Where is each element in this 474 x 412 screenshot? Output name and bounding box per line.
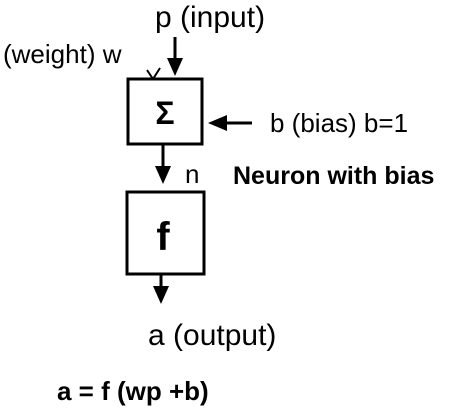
net-arrow — [155, 144, 171, 184]
summation-symbol: Σ — [155, 95, 174, 131]
diagram-caption: Neuron with bias — [233, 162, 434, 190]
input-arrow — [167, 37, 183, 76]
weight-tick — [146, 67, 161, 81]
net-label: n — [185, 159, 199, 189]
bias-label: b (bias) b=1 — [270, 108, 408, 138]
output-label: a (output) — [148, 319, 276, 352]
input-label: p (input) — [155, 1, 265, 34]
transfer-function-box — [125, 190, 206, 276]
transfer-function-symbol: f — [156, 215, 170, 259]
summation-box — [126, 77, 204, 146]
output-arrow — [153, 274, 169, 304]
bias-arrow — [208, 115, 252, 131]
weight-label: (weight) w — [3, 39, 122, 69]
formula-text: a = f (wp +b) — [57, 376, 209, 406]
